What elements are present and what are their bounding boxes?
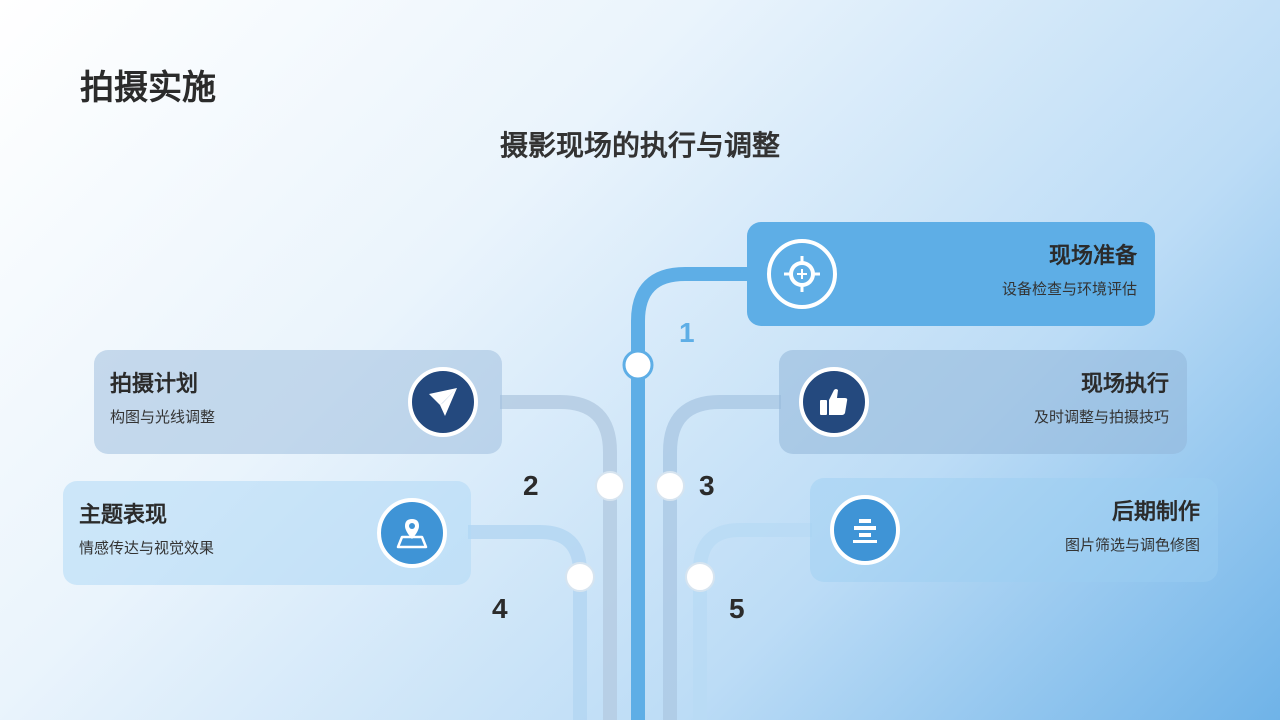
step-card-2: 拍摄计划 构图与光线调整 bbox=[94, 350, 502, 454]
step-number-3: 3 bbox=[699, 470, 715, 501]
step-number-4: 4 bbox=[492, 593, 508, 624]
step-2-desc: 构图与光线调整 bbox=[110, 408, 216, 426]
step-4-desc: 情感传达与视觉效果 bbox=[79, 539, 215, 557]
step-card-1: 现场准备 设备检查与环境评估 bbox=[747, 222, 1155, 326]
step-5-desc: 图片筛选与调色修图 bbox=[1064, 536, 1200, 554]
paper-plane-icon bbox=[429, 388, 457, 416]
step-card-4: 主题表现 情感传达与视觉效果 bbox=[63, 481, 471, 585]
step-3-desc: 及时调整与拍摄技巧 bbox=[1033, 408, 1169, 426]
node-1 bbox=[622, 349, 654, 381]
node-3 bbox=[655, 471, 685, 501]
step-4-title: 主题表现 bbox=[79, 503, 168, 528]
step-number-5: 5 bbox=[729, 593, 745, 624]
page-subtitle: 摄影现场的执行与调整 bbox=[499, 129, 780, 162]
node-5 bbox=[685, 562, 715, 592]
step-number-2: 2 bbox=[523, 470, 539, 501]
step-card-3: 现场执行 及时调整与拍摄技巧 bbox=[779, 350, 1187, 454]
target-crosshair-icon bbox=[784, 256, 820, 292]
stacked-bars-icon bbox=[853, 519, 877, 543]
node-2 bbox=[595, 471, 625, 501]
step-2-title: 拍摄计划 bbox=[110, 372, 199, 397]
page-title: 拍摄实施 bbox=[80, 68, 216, 108]
step-3-icon-wrapper bbox=[799, 367, 869, 437]
step-number-1: 1 bbox=[679, 317, 695, 348]
step-5-icon-wrapper bbox=[830, 495, 900, 565]
step-1-title: 现场准备 bbox=[1048, 244, 1137, 269]
step-card-5: 后期制作 图片筛选与调色修图 bbox=[810, 478, 1218, 582]
step-4-icon-wrapper bbox=[377, 498, 447, 568]
thumbs-up-icon bbox=[820, 389, 848, 415]
node-4 bbox=[565, 562, 595, 592]
step-3-title: 现场执行 bbox=[1080, 372, 1169, 397]
step-2-icon-wrapper bbox=[408, 367, 478, 437]
step-1-icon-wrapper bbox=[767, 239, 837, 309]
step-5-title: 后期制作 bbox=[1111, 500, 1200, 525]
map-location-pin-icon bbox=[396, 519, 428, 549]
step-1-desc: 设备检查与环境评估 bbox=[1001, 280, 1137, 298]
